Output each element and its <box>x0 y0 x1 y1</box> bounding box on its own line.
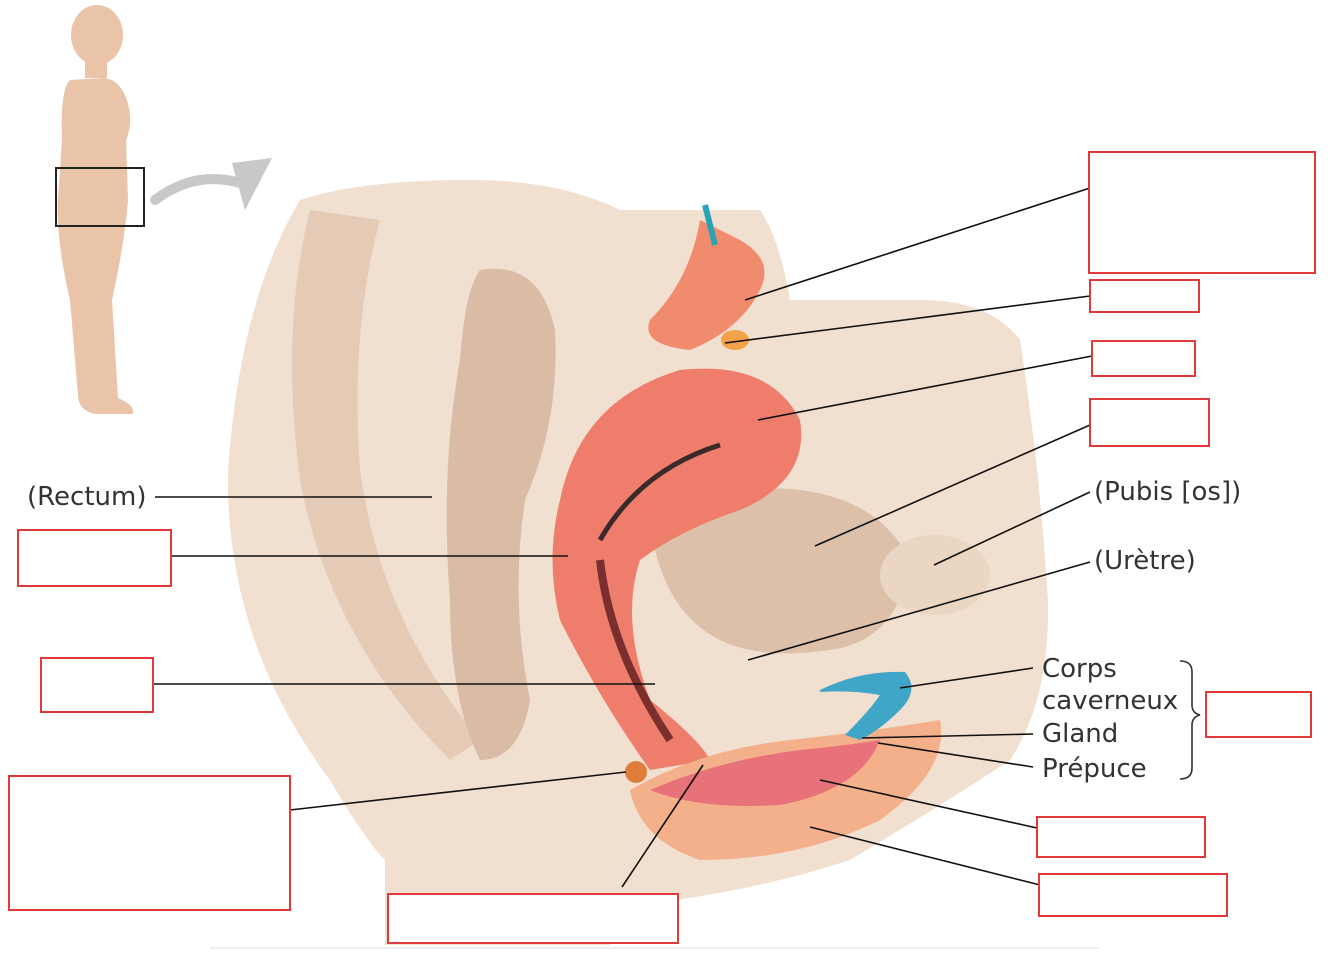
rectum-shape <box>446 268 556 760</box>
label-corps-caverneux-2: caverneux <box>1042 686 1179 716</box>
answer-box-labia-minora[interactable] <box>1036 816 1206 858</box>
label-corps-caverneux-1: Corps <box>1042 654 1117 684</box>
sacrum <box>292 210 480 760</box>
answer-box-uterine-tube[interactable] <box>1088 151 1316 274</box>
label-gland: Gland <box>1042 719 1119 749</box>
ovary <box>721 330 749 350</box>
answer-box-vagina[interactable] <box>40 657 154 713</box>
pubis-bone <box>880 535 990 615</box>
bladder-shape <box>650 488 910 654</box>
bartholin-gland <box>625 761 647 783</box>
label-prepuce: Prépuce <box>1042 754 1147 784</box>
answer-box-bladder[interactable] <box>1089 398 1210 447</box>
answer-box-uterus[interactable] <box>1091 340 1196 377</box>
answer-box-labia-majora[interactable] <box>1038 873 1228 917</box>
leader-lines <box>153 186 1094 888</box>
vaginal-canal <box>596 559 674 743</box>
region-frame <box>55 167 145 227</box>
curved-arrow-icon <box>150 158 272 210</box>
uterine-cavity <box>597 442 721 542</box>
labia-minora <box>650 740 880 806</box>
label-pubis: (Pubis [os]) <box>1094 477 1242 507</box>
answer-box-bartholin-gland[interactable] <box>8 775 291 911</box>
label-rectum: (Rectum) <box>27 482 147 512</box>
label-uretre: (Urètre) <box>1094 546 1196 576</box>
uterus-shape <box>552 368 802 770</box>
bracket <box>1179 660 1201 780</box>
answer-box-ovary[interactable] <box>1089 279 1200 313</box>
answer-box-clitoris[interactable] <box>1205 691 1312 738</box>
clitoris-shape <box>820 671 912 740</box>
answer-box-cervix[interactable] <box>17 529 172 587</box>
fimbriae-tip <box>702 204 718 246</box>
uterine-tube <box>648 220 765 350</box>
female-silhouette-icon <box>57 5 134 414</box>
answer-box-vaginal-orifice[interactable] <box>387 893 679 944</box>
